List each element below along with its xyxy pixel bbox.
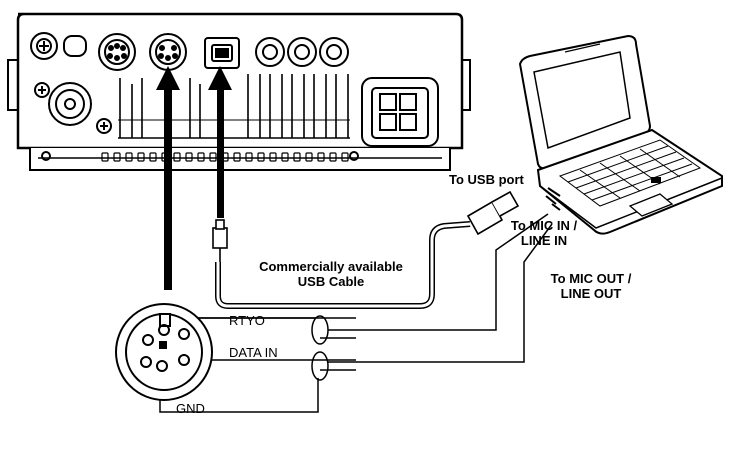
usb-cable-label: Commercially available USB Cable: [246, 259, 416, 289]
laptop-computer-icon: [518, 34, 723, 235]
din-connector-icon: [115, 303, 213, 401]
usb-link-arrow-icon: [208, 66, 232, 218]
mic-in-label: To MIC IN / LINE IN: [505, 218, 583, 248]
mic-in-line2: LINE IN: [520, 233, 568, 248]
usb-cable-line1: Commercially available: [259, 259, 403, 274]
data-in-label: DATA IN: [229, 345, 278, 360]
usb-port-label: To USB port: [449, 172, 524, 187]
mic-out-label: To MIC OUT / LINE OUT: [541, 271, 641, 301]
mic-in-line1: To MIC IN /: [510, 218, 578, 233]
mic-out-line1: To MIC OUT /: [550, 271, 632, 286]
audio-cable-lines: [159, 213, 553, 413]
rtyo-label: RTYO: [229, 313, 265, 328]
din-link-arrow-icon: [156, 66, 180, 290]
mic-out-line2: LINE OUT: [560, 286, 622, 301]
gnd-label: GND: [176, 401, 205, 416]
usb-cable-icon: [212, 190, 520, 309]
usb-cable-line2: USB Cable: [297, 274, 365, 289]
transceiver-rear-panel-icon: [7, 12, 471, 171]
